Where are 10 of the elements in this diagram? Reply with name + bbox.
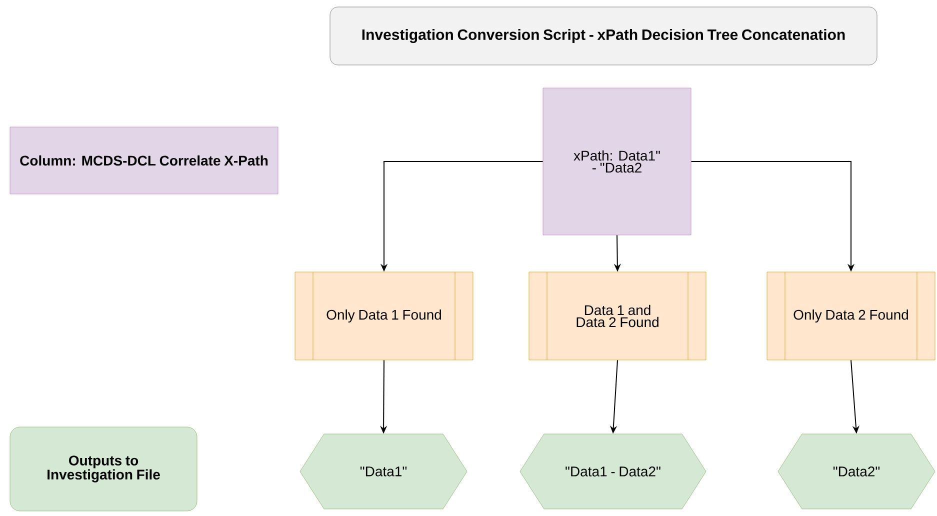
predefined-process-box: Only Data 1 Found <box>294 272 474 360</box>
process-box: Column: MCDS-DCL Correlate X-Path <box>10 126 278 194</box>
label-box: Outputs to Investigation File <box>10 426 198 512</box>
process-box: xPath: Data1" - "Data2 <box>542 88 692 236</box>
output-hexagon: "Data2" <box>778 434 936 510</box>
output-hexagon: "Data1 - Data2" <box>520 434 706 510</box>
predefined-process-box: Data 1 and Data 2 Found <box>528 272 706 360</box>
title-box: Investigation Conversion Script - xPath Decision Tree Concatenation <box>330 6 878 66</box>
output-hexagon: "Data1" <box>300 434 468 510</box>
predefined-process-box: Only Data 2 Found <box>766 272 936 360</box>
